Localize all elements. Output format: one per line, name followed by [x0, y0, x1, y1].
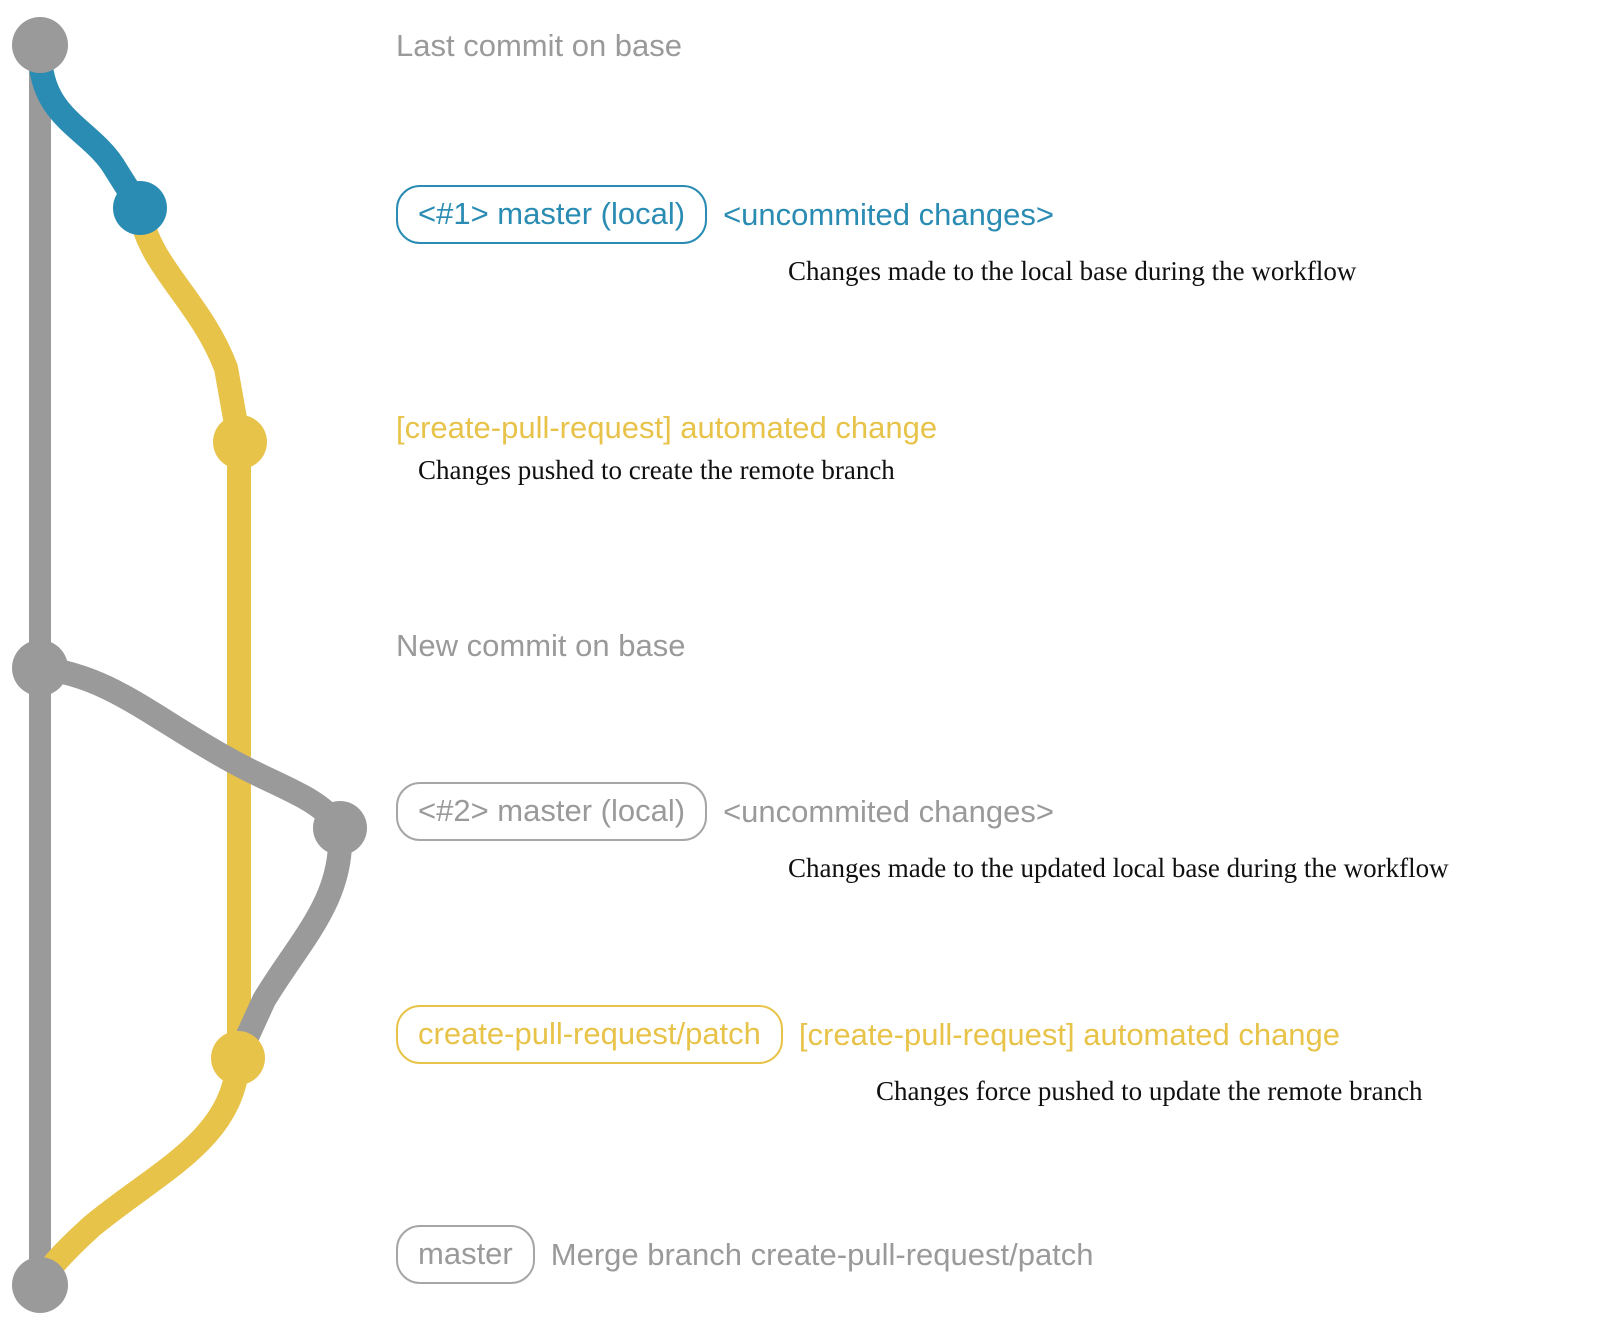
row-automated-change-1: [create-pull-request] automated change C…	[396, 412, 937, 484]
edge-basenew-to-local2	[28, 656, 352, 840]
git-graph	[12, 17, 367, 1313]
branch-badge-master[interactable]: master	[396, 1225, 535, 1284]
headline: Last commit on base	[396, 30, 682, 61]
row-master-local-1: <#1> master (local) <uncommited changes>…	[396, 185, 1356, 285]
headline: create-pull-request/patch [create-pull-r…	[396, 1005, 1423, 1064]
commit-description: Changes pushed to create the remote bran…	[418, 455, 895, 485]
commit-message: <uncommited changes>	[723, 794, 1054, 829]
commit-message: New commit on base	[396, 628, 686, 663]
commit-description: Changes force pushed to update the remot…	[876, 1076, 1423, 1106]
commit-message: <uncommited changes>	[723, 197, 1054, 232]
node-automated-change-1	[213, 415, 267, 469]
row-last-commit-on-base: Last commit on base	[396, 30, 682, 61]
headline: <#1> master (local) <uncommited changes>	[396, 185, 1356, 244]
node-automated-change-2	[211, 1031, 265, 1085]
headline: New commit on base	[396, 630, 685, 661]
node-base-top	[12, 17, 68, 73]
commit-message: Last commit on base	[396, 28, 683, 63]
commit-message: [create-pull-request] automated change	[798, 1017, 1341, 1052]
commit-message: [create-pull-request] automated change	[396, 410, 938, 445]
headline: [create-pull-request] automated change	[396, 412, 937, 443]
node-base-new	[12, 640, 68, 696]
node-merge	[12, 1257, 68, 1313]
node-master-local-2	[313, 801, 367, 855]
node-master-local-1	[113, 181, 167, 235]
edge-base-to-local1	[28, 40, 152, 220]
edge-change2-to-merge	[30, 1050, 250, 1292]
commit-message: Merge branch create-pull-request/patch	[550, 1237, 1094, 1272]
edge-local2-to-change2	[231, 818, 353, 1058]
row-new-commit-on-base: New commit on base	[396, 630, 685, 661]
branch-badge-master-local-2[interactable]: <#2> master (local)	[396, 782, 708, 841]
row-master-local-2: <#2> master (local) <uncommited changes>…	[396, 782, 1449, 882]
headline: master Merge branch create-pull-request/…	[396, 1225, 1094, 1284]
commit-description: Changes made to the local base during th…	[788, 256, 1357, 286]
row-automated-change-2: create-pull-request/patch [create-pull-r…	[396, 1005, 1423, 1105]
commit-description: Changes made to the updated local base d…	[788, 853, 1449, 883]
branch-badge-create-pull-request-patch[interactable]: create-pull-request/patch	[396, 1005, 783, 1064]
branch-badge-master-local-1[interactable]: <#1> master (local)	[396, 185, 708, 244]
headline: <#2> master (local) <uncommited changes>	[396, 782, 1449, 841]
row-merge-commit: master Merge branch create-pull-request/…	[396, 1225, 1094, 1284]
